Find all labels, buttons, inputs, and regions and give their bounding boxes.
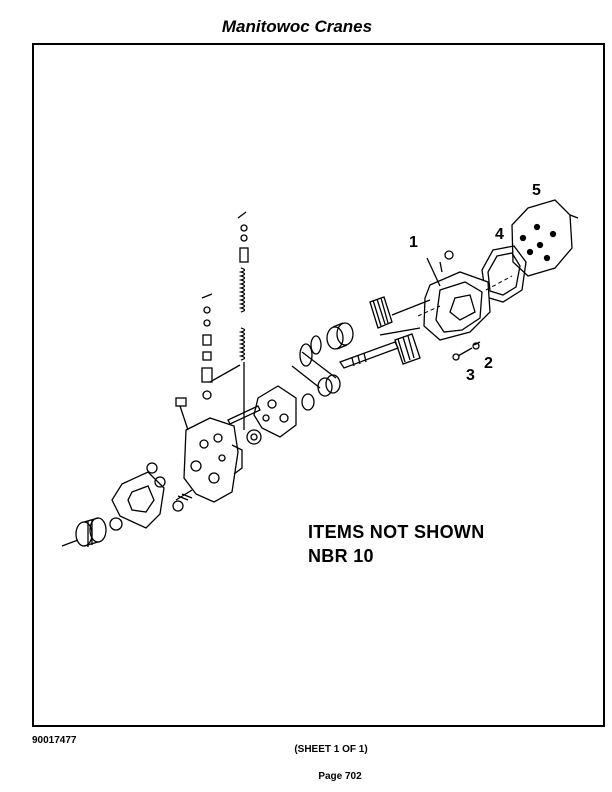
dowel-pin-part xyxy=(227,405,261,425)
page-title: Manitowoc Cranes xyxy=(221,17,373,36)
item-number-note: NBR 10 xyxy=(308,546,374,566)
drawing-frame xyxy=(32,43,605,727)
callout-3: 3 xyxy=(466,367,475,384)
input-gear-part xyxy=(61,517,107,547)
page-number: Page 702 xyxy=(318,771,362,782)
items-not-shown-note: ITEMS NOT SHOWN xyxy=(308,522,485,542)
bearing-part xyxy=(326,322,354,350)
callout-4: 4 xyxy=(495,226,504,243)
seal-part xyxy=(246,429,262,445)
valve-body-part xyxy=(175,397,243,503)
drive-shaft-part xyxy=(339,333,421,369)
sheet-indicator: (SHEET 1 OF 1) xyxy=(294,744,368,755)
callout-1: 1 xyxy=(409,234,418,251)
check-valve-stack xyxy=(201,293,241,400)
relief-valve-stack xyxy=(237,211,249,430)
bolt-part xyxy=(452,341,481,361)
drive-gear-part xyxy=(369,296,431,336)
pump-body-part xyxy=(423,250,491,341)
spring-part xyxy=(175,489,193,501)
bushing-part xyxy=(301,374,341,411)
document-number: 90017477 xyxy=(32,735,77,746)
snap-ring-part xyxy=(299,335,322,367)
cover-plate-part xyxy=(511,199,579,277)
callout-5: 5 xyxy=(532,182,541,199)
front-plate-part xyxy=(109,462,184,531)
callout-2: 2 xyxy=(484,355,493,372)
gasket-part xyxy=(481,245,527,303)
wear-plate-part xyxy=(253,351,337,438)
